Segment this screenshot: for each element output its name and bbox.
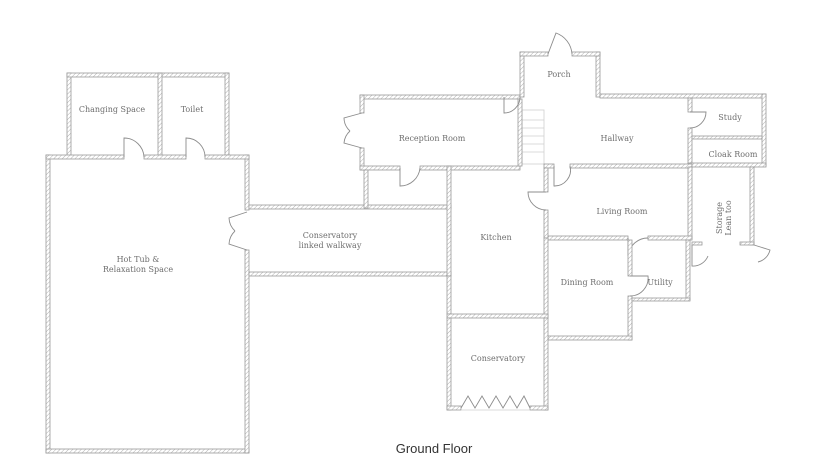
label-storage-line1: Storage [715,202,724,234]
label-walkway-line1: Conservatory [303,231,358,240]
label-utility: Utility [647,278,673,287]
label-reception-room: Reception Room [399,134,466,143]
label-porch: Porch [547,70,570,79]
conservatory-walls [446,317,549,411]
label-toilet: Toilet [181,105,204,114]
label-kitchen: Kitchen [480,233,511,242]
reception-room-walls [343,94,545,209]
label-cloak-room: Cloak Room [709,150,758,159]
label-study: Study [718,113,742,122]
label-living-room: Living Room [596,207,647,216]
label-changing-space: Changing Space [79,105,146,114]
outbuilding [45,72,250,454]
label-conservatory: Conservatory [471,354,526,363]
label-hallway: Hallway [601,134,634,143]
floor-title: Ground Floor [396,441,473,456]
label-dining-room: Dining Room [561,278,614,287]
storage-lean-too-walls [691,166,771,267]
dining-utility-walls [547,239,691,341]
label-walkway-line2: linked walkway [299,241,362,250]
kitchen-walls [446,165,549,319]
label-storage-line2: Lean too [724,200,733,236]
label-hot-tub-line2: Relaxation Space [103,265,174,274]
label-hot-tub-line1: Hot Tub & [117,255,160,264]
main-house-walls [527,93,767,257]
porch-walls [503,32,601,114]
